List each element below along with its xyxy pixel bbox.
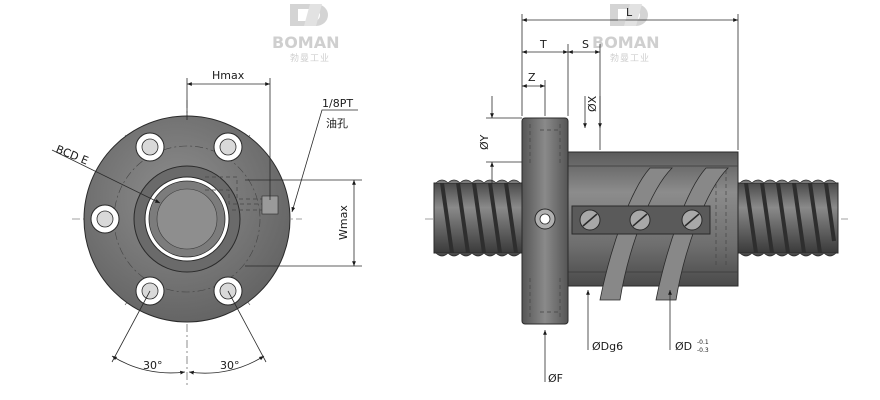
z-label: Z bbox=[528, 71, 536, 84]
retainer-screw bbox=[629, 209, 651, 231]
d-tolerance-lower: -0.3 bbox=[697, 347, 709, 354]
brand-name: BOMAN bbox=[592, 33, 660, 52]
screw-shaft-left bbox=[433, 179, 523, 257]
wmax-label: Wmax bbox=[337, 205, 350, 240]
front-view: Hmax Wmax BCD E 1/8PT 油孔 30° 30° bbox=[51, 69, 362, 385]
screw-shaft-right bbox=[737, 179, 839, 257]
brand-logo-icon bbox=[290, 4, 328, 26]
d-label: ØD bbox=[675, 340, 692, 353]
l-label: L bbox=[626, 6, 633, 19]
angle-arc-right bbox=[188, 355, 265, 375]
retainer-screw bbox=[681, 209, 703, 231]
bcd-label: BCD E bbox=[54, 143, 90, 168]
angle-left-label: 30° bbox=[143, 359, 163, 372]
side-view: L T S Z ØX ØY ØF ØDg6 ØD -0.1 -0.3 bbox=[425, 6, 848, 385]
brand-watermark-left: BOMAN 勃曼工业 bbox=[272, 4, 340, 64]
hmax-label: Hmax bbox=[212, 69, 245, 82]
retainer-screw bbox=[579, 209, 601, 231]
nut-hidden-lines bbox=[715, 170, 727, 268]
s-label: S bbox=[582, 38, 589, 51]
bcd-leader-line bbox=[51, 149, 161, 204]
screw-root bbox=[156, 188, 218, 250]
oil-hole-leader-line bbox=[291, 109, 358, 213]
t-label: T bbox=[539, 38, 547, 51]
f-label: ØF bbox=[548, 372, 563, 385]
flange bbox=[521, 117, 569, 325]
angle-ray-right bbox=[227, 290, 267, 363]
d-tolerance-upper: -0.1 bbox=[697, 339, 709, 346]
x-label: ØX bbox=[586, 95, 599, 112]
bolt-hole bbox=[213, 132, 243, 162]
oil-hole-icon bbox=[534, 208, 556, 230]
oil-hole-label: 油孔 bbox=[326, 116, 348, 130]
angle-ray-left bbox=[111, 290, 151, 363]
bolt-hole bbox=[135, 132, 165, 162]
dg6-label: ØDg6 bbox=[592, 340, 623, 353]
angle-right-label: 30° bbox=[220, 359, 240, 372]
nut-body bbox=[567, 151, 739, 301]
y-label: ØY bbox=[478, 134, 491, 150]
brand-tagline: 勃曼工业 bbox=[610, 52, 650, 64]
bolt-hole bbox=[90, 204, 120, 234]
brand-tagline: 勃曼工业 bbox=[290, 52, 330, 64]
oil-hole-thread-label: 1/8PT bbox=[322, 97, 353, 110]
angle-arc-left bbox=[111, 355, 186, 375]
brand-name: BOMAN bbox=[272, 33, 340, 52]
